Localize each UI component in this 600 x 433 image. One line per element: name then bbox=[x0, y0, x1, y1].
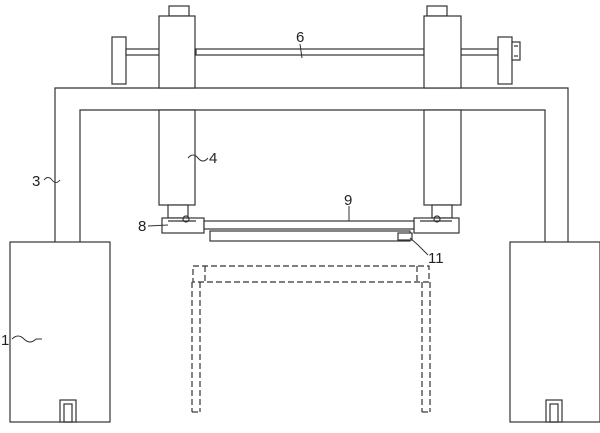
leader-lines bbox=[11, 43, 429, 343]
carrier-plate bbox=[203, 220, 415, 230]
clamp-block-right bbox=[413, 215, 460, 234]
label-clamp-block: 8 bbox=[138, 218, 146, 235]
lower-plate bbox=[209, 230, 413, 242]
clamp-block-left bbox=[161, 215, 205, 234]
label-top-shaft: 6 bbox=[296, 29, 304, 46]
lift-column-left bbox=[158, 5, 196, 219]
label-lift-column: 4 bbox=[209, 150, 217, 167]
lift-column-right bbox=[423, 5, 462, 219]
label-carrier-plate: 9 bbox=[344, 192, 352, 209]
top-shaft bbox=[111, 36, 521, 85]
label-base-block: 1 bbox=[1, 332, 9, 349]
base-block-left bbox=[9, 241, 111, 423]
label-lower-plate: 11 bbox=[428, 250, 444, 267]
label-gantry-frame: 3 bbox=[32, 173, 40, 190]
gantry-frame bbox=[54, 87, 569, 242]
dashed-rack bbox=[191, 265, 431, 413]
base-block-right bbox=[509, 241, 600, 423]
callout-labels: 1 3 4 6 8 9 11 bbox=[1, 29, 444, 349]
